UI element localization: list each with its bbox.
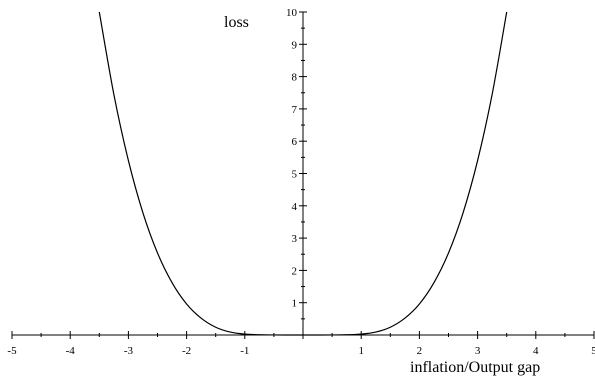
x-tick-label: 1 — [358, 345, 364, 357]
loss-curve — [98, 11, 508, 336]
y-tick-label: 8 — [292, 72, 298, 84]
x-tick-label: -4 — [66, 345, 76, 357]
y-tick-label: 5 — [292, 169, 298, 181]
x-tick-label: 2 — [417, 345, 423, 357]
y-tick-label: 10 — [286, 7, 298, 19]
y-tick-label: 3 — [292, 233, 298, 245]
series-layer — [98, 11, 508, 336]
y-tick-label: 2 — [292, 265, 298, 277]
y-tick-label: 1 — [292, 298, 298, 310]
x-tick-label: 5 — [591, 345, 595, 357]
x-tick-label: -3 — [124, 345, 134, 357]
x-tick-label: 4 — [533, 345, 539, 357]
y-tick-label: 9 — [292, 39, 298, 51]
y-axis-label: loss — [224, 14, 249, 31]
y-tick-label: 7 — [292, 104, 298, 116]
x-tick-label: -2 — [182, 345, 191, 357]
y-tick-label: 6 — [292, 136, 298, 148]
x-tick-label: -1 — [240, 345, 249, 357]
y-ticks: 1 2 3 4 5 6 7 8 9 10 — [286, 7, 307, 320]
y-tick-label: 4 — [292, 201, 298, 213]
x-tick-label: -5 — [7, 345, 17, 357]
x-tick-label: 3 — [475, 345, 481, 357]
x-axis-label: inflation/Output gap — [410, 359, 540, 376]
